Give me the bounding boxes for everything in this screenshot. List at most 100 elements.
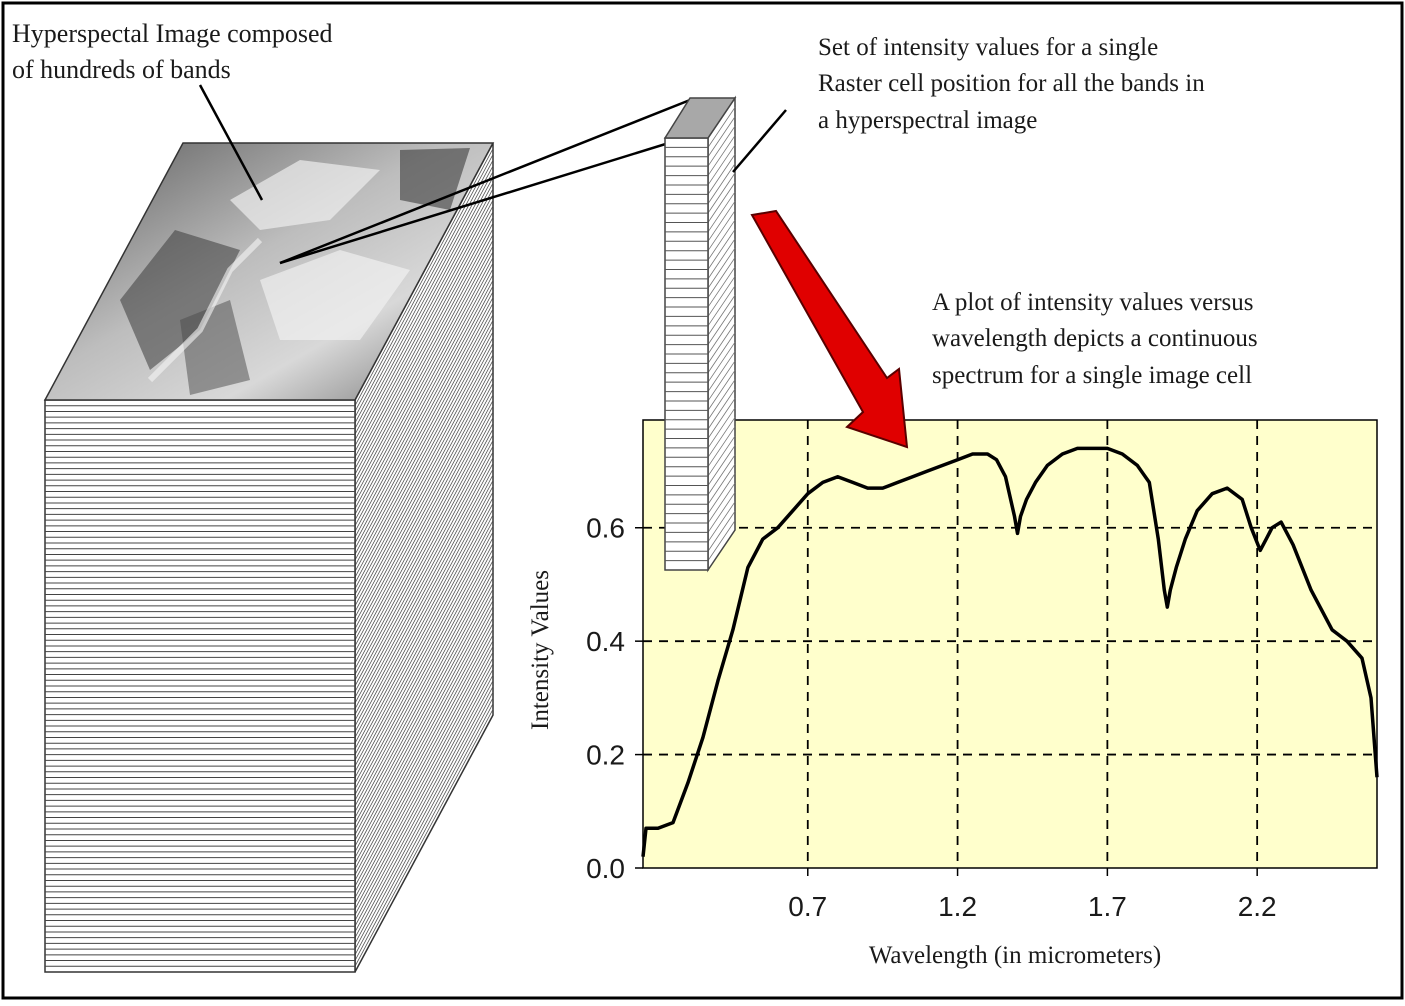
column-side-band-line — [707, 323, 736, 364]
cube-side-band-line — [354, 651, 494, 910]
cube-side-band-line — [354, 405, 494, 664]
column-side-band-line — [707, 473, 736, 514]
cube-side-band-line — [354, 377, 494, 635]
y-axis-ticks: 0.00.20.40.6 — [586, 513, 643, 884]
cube-side-band-line — [354, 285, 494, 544]
cube-side-band-line — [354, 514, 494, 772]
cube-side-band-line — [354, 703, 494, 961]
pixel-callout-line-upper — [279, 98, 691, 265]
pixel-label-line-2: Raster cell position for all the bands i… — [818, 70, 1205, 97]
pixel-label: Set of intensity values for a single Ras… — [818, 34, 1205, 134]
column-side-band-line — [707, 201, 736, 242]
column-side-band-line — [707, 107, 736, 148]
cube-side-band-line — [354, 611, 494, 870]
cube-side-band-line — [354, 257, 494, 515]
column-side-band-line — [707, 407, 736, 449]
cube-side-band-line — [354, 543, 494, 801]
cube-side-band-line — [354, 634, 494, 893]
column-side-band-line — [707, 510, 736, 552]
cube-side-band-line — [354, 171, 494, 429]
y-tick-label: 0.6 — [586, 513, 625, 544]
cube-side-band-line — [354, 262, 494, 521]
cube-side-band-line — [354, 222, 494, 481]
column-side-band-line — [707, 435, 736, 477]
pixel-callout-line-lower — [279, 136, 686, 265]
cube-side-band-line — [354, 508, 494, 767]
cube-side-band-line — [354, 200, 494, 458]
cube-side-band-line — [354, 583, 494, 841]
cube-side-band-line — [354, 554, 494, 813]
cube-label: Hyperspectal Image composed of hundreds … — [12, 19, 333, 84]
pixel-spectral-column — [663, 95, 737, 573]
column-side-band-line — [707, 266, 736, 308]
cube-side-band-line — [354, 646, 494, 904]
cube-side-band-line — [354, 320, 494, 578]
cube-side-band-line — [354, 348, 494, 607]
cube-side-band-line — [354, 308, 494, 567]
column-side-band-line — [707, 501, 736, 543]
cube-side-band-line — [354, 245, 494, 504]
cube-side-band-line — [354, 383, 494, 641]
column-side-band-line — [707, 172, 736, 214]
cube-side-band-line — [354, 268, 494, 527]
red-arrow — [750, 209, 909, 449]
cube-side-band-line — [354, 188, 494, 446]
plot-label-line-1: A plot of intensity values versus — [932, 289, 1254, 316]
cube-side-band-line — [354, 394, 494, 652]
cube-side-band-line — [354, 520, 494, 778]
cube-side-band-line — [354, 537, 494, 795]
column-side-band-line — [707, 388, 736, 430]
cube-side-band-line — [354, 680, 494, 938]
cube-side-band-line — [354, 417, 494, 675]
column-side-band-line — [707, 370, 736, 411]
cube-side-band-line — [354, 411, 494, 670]
column-side-band-line — [707, 379, 736, 420]
column-side-band-line — [707, 144, 736, 186]
column-side-band-line — [707, 125, 736, 167]
y-tick-label: 0.2 — [586, 740, 625, 771]
cube-side-band-line — [354, 566, 494, 824]
cube-side-band-line — [354, 623, 494, 881]
cube-side-band-line — [354, 503, 494, 761]
column-side-band-line — [707, 398, 736, 439]
column-side-band-line — [707, 313, 736, 355]
cube-side-band-line — [354, 365, 494, 624]
cube-side-band-line — [354, 428, 494, 687]
cube-side-band-line — [354, 451, 494, 710]
cube-side-band-line — [354, 669, 494, 927]
column-side-band-line — [707, 520, 736, 561]
grid-lines — [643, 420, 1377, 868]
column-side-band-line — [707, 276, 736, 317]
cube-side-band-line — [354, 280, 494, 538]
cube-side-band-line — [354, 491, 494, 750]
column-side-band-line — [707, 464, 736, 505]
column-side-band-line — [707, 482, 736, 524]
plot-label-line-3: spectrum for a single image cell — [932, 362, 1252, 389]
pixel-label-line-3: a hyperspectral image — [818, 107, 1037, 134]
cube-side-band-line — [354, 457, 494, 715]
cube-side-band-line — [354, 177, 494, 435]
pixel-label-line-1: Set of intensity values for a single — [818, 34, 1158, 61]
column-side-band-line — [707, 426, 736, 467]
cube-side-band-line — [354, 657, 494, 915]
cube-side-band-line — [354, 629, 494, 887]
column-side-band-line — [707, 304, 736, 345]
cube-side-band-line — [354, 663, 494, 921]
column-side-band-line — [707, 248, 736, 289]
cube-side-band-line — [354, 434, 494, 692]
cube-side-band-line — [354, 577, 494, 835]
cube-side-band-line — [354, 640, 494, 898]
cube-side-band-line — [354, 297, 494, 555]
column-side-band-line — [707, 332, 736, 374]
cube-side-band-line — [354, 691, 494, 950]
cube-side-band-line — [354, 217, 494, 475]
y-axis-label: Intensity Values — [527, 570, 554, 730]
cube-side-band-line — [354, 325, 494, 584]
column-side-band-line — [707, 229, 736, 270]
column-label-pointer — [732, 109, 787, 173]
cube-side-band-line — [354, 400, 494, 658]
column-side-band-line — [707, 135, 736, 176]
cube-side-band-line — [354, 674, 494, 933]
